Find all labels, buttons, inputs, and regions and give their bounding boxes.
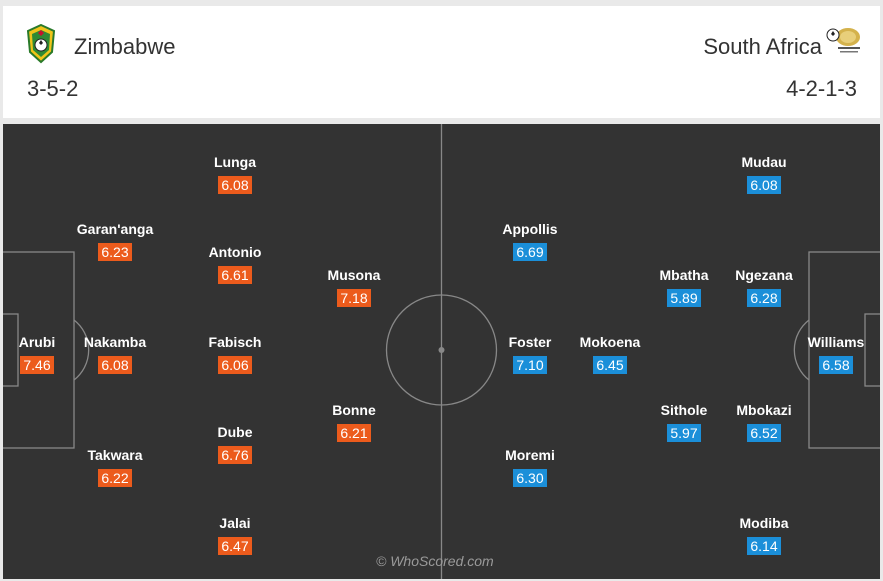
player-rating: 5.89 — [667, 289, 701, 307]
player-antonio[interactable]: Antonio 6.61 — [195, 244, 275, 285]
home-formation: 3-5-2 — [27, 76, 79, 101]
player-rating: 6.06 — [218, 356, 252, 374]
player-appollis[interactable]: Appollis 6.69 — [490, 221, 570, 262]
player-name: Ngezana — [735, 267, 793, 283]
player-mudau[interactable]: Mudau 6.08 — [724, 154, 804, 195]
player-name: Sithole — [660, 402, 708, 418]
away-team-name[interactable]: South Africa — [703, 34, 822, 59]
player-name: Takwara — [87, 447, 143, 463]
player-name: Garan'anga — [76, 221, 154, 237]
player-rating: 6.23 — [98, 243, 132, 261]
pitch-lines — [3, 124, 880, 579]
player-foster[interactable]: Foster 7.10 — [490, 334, 570, 375]
player-name: Fabisch — [208, 334, 262, 350]
home-team-name[interactable]: Zimbabwe — [74, 34, 176, 59]
player-name: Williams — [807, 334, 865, 350]
player-jalai[interactable]: Jalai 6.47 — [195, 515, 275, 556]
player-ngezana[interactable]: Ngezana 6.28 — [724, 267, 804, 308]
player-rating: 7.18 — [337, 289, 371, 307]
player-rating: 6.58 — [819, 356, 853, 374]
player-rating: 6.45 — [593, 356, 627, 374]
player-name: Mokoena — [579, 334, 641, 350]
player-rating: 6.08 — [747, 176, 781, 194]
player-name: Mudau — [741, 154, 787, 170]
player-rating: 5.97 — [667, 424, 701, 442]
player-name: Appollis — [502, 221, 558, 237]
player-name: Jalai — [219, 515, 251, 531]
player-rating: 7.10 — [513, 356, 547, 374]
player-name: Lunga — [214, 154, 256, 170]
player-rating: 6.69 — [513, 243, 547, 261]
player-name: Dube — [217, 424, 253, 440]
player-rating: 7.46 — [20, 356, 54, 374]
player-name: Foster — [508, 334, 552, 350]
player-nakamba[interactable]: Nakamba 6.08 — [75, 334, 155, 375]
player-lunga[interactable]: Lunga 6.08 — [195, 154, 275, 195]
player-williams[interactable]: Williams 6.58 — [796, 334, 876, 375]
match-header: Zimbabwe 3-5-2 South Africa 4-2-1-3 — [3, 6, 880, 118]
player-rating: 6.61 — [218, 266, 252, 284]
player-mbokazi[interactable]: Mbokazi 6.52 — [724, 402, 804, 443]
player-rating: 6.30 — [513, 469, 547, 487]
player-rating: 6.76 — [218, 446, 252, 464]
player-mbatha[interactable]: Mbatha 5.89 — [644, 267, 724, 308]
player-name: Mbatha — [659, 267, 709, 283]
whoscored-watermark: © WhoScored.com — [376, 553, 494, 569]
player-name: Modiba — [739, 515, 789, 531]
player-name: Arubi — [18, 334, 56, 350]
player-rating: 6.08 — [98, 356, 132, 374]
pitch: Arubi 7.46 Garan'anga 6.23 Nakamba 6.08 … — [3, 124, 880, 579]
player-modiba[interactable]: Modiba 6.14 — [724, 515, 804, 556]
player-name: Nakamba — [83, 334, 147, 350]
player-rating: 6.28 — [747, 289, 781, 307]
player-rating: 6.52 — [747, 424, 781, 442]
player-musona[interactable]: Musona 7.18 — [314, 267, 394, 308]
player-garananga[interactable]: Garan'anga 6.23 — [75, 221, 155, 262]
south-africa-badge-icon — [826, 28, 860, 53]
player-name: Antonio — [208, 244, 262, 260]
player-dube[interactable]: Dube 6.76 — [195, 424, 275, 465]
player-name: Bonne — [332, 402, 376, 418]
player-name: Moremi — [505, 447, 555, 463]
player-rating: 6.14 — [747, 537, 781, 555]
player-rating: 6.08 — [218, 176, 252, 194]
player-rating: 6.21 — [337, 424, 371, 442]
player-arubi[interactable]: Arubi 7.46 — [3, 334, 77, 375]
player-moremi[interactable]: Moremi 6.30 — [490, 447, 570, 488]
player-takwara[interactable]: Takwara 6.22 — [75, 447, 155, 488]
away-formation: 4-2-1-3 — [786, 76, 857, 101]
player-name: Musona — [327, 267, 381, 283]
player-sithole[interactable]: Sithole 5.97 — [644, 402, 724, 443]
player-mokoena[interactable]: Mokoena 6.45 — [570, 334, 650, 375]
zimbabwe-badge-icon — [26, 24, 56, 64]
player-name: Mbokazi — [736, 402, 792, 418]
player-rating: 6.22 — [98, 469, 132, 487]
player-rating: 6.47 — [218, 537, 252, 555]
player-bonne[interactable]: Bonne 6.21 — [314, 402, 394, 443]
player-fabisch[interactable]: Fabisch 6.06 — [195, 334, 275, 375]
